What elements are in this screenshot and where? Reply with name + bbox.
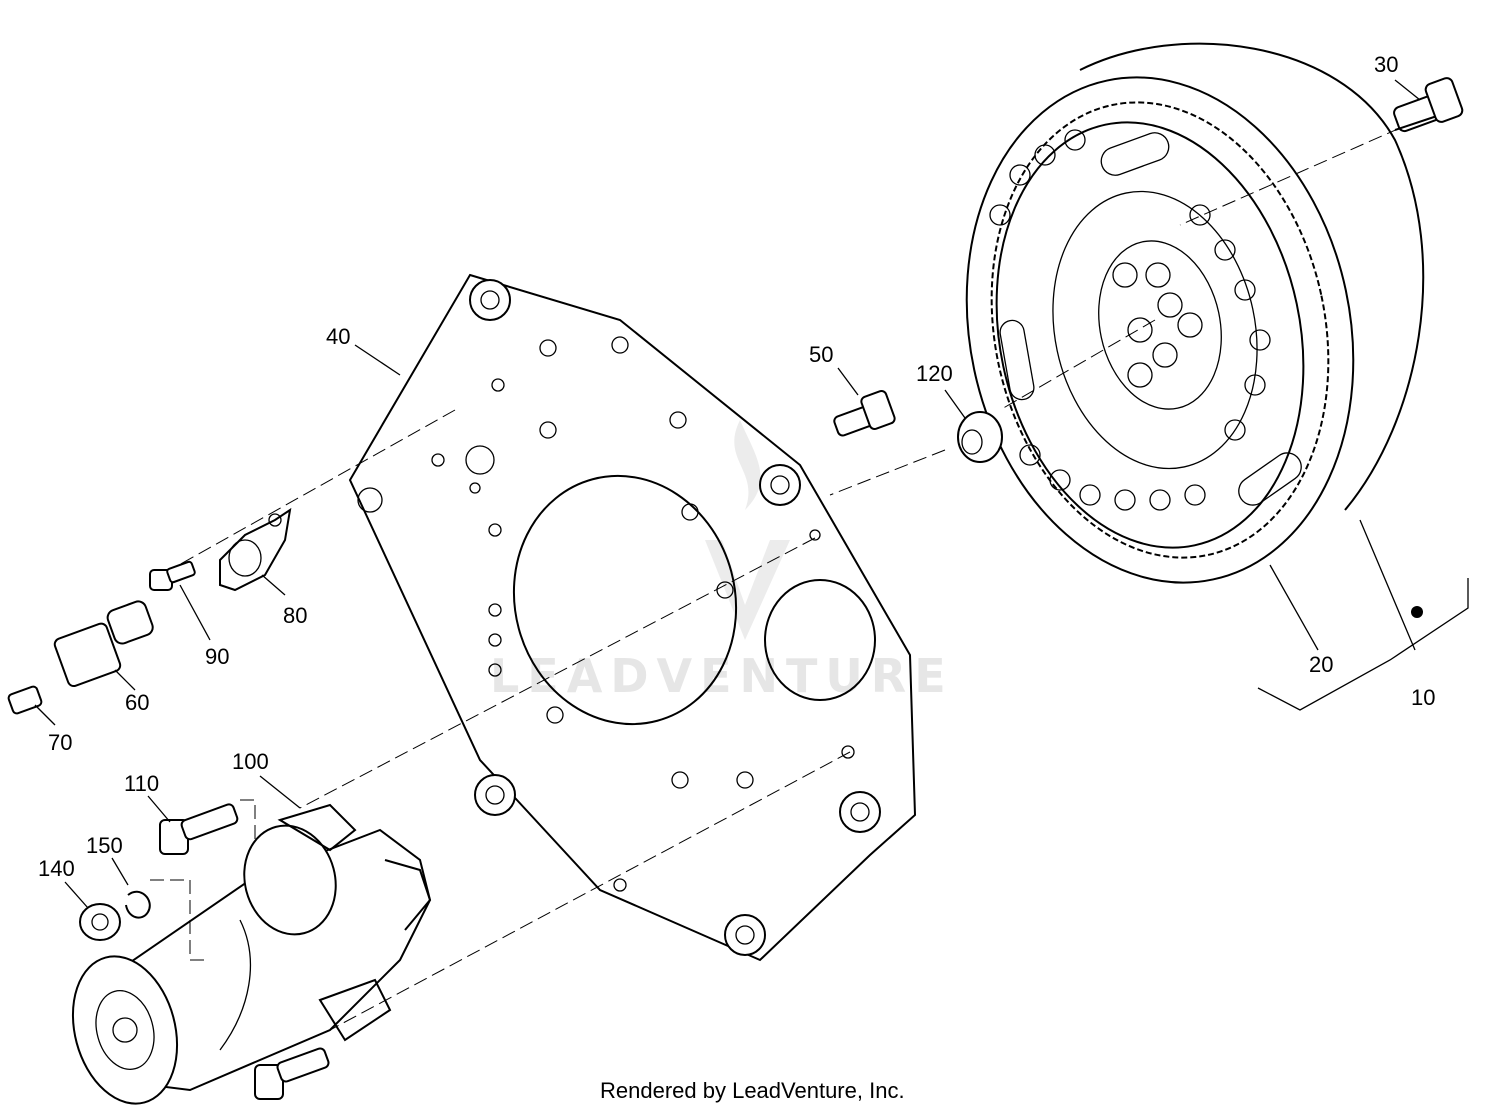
callout-110: 110 (124, 771, 159, 796)
leader-lines (34, 79, 1469, 909)
callout-150: 150 (86, 833, 123, 858)
callout-40: 40 (326, 324, 350, 349)
callout-labels: 30 40 50 120 80 90 60 70 100 110 150 140… (38, 52, 1435, 881)
callout-100: 100 (232, 749, 269, 774)
watermark-logo (705, 420, 790, 640)
callout-10: 10 (1411, 685, 1435, 710)
callout-60: 60 (125, 690, 149, 715)
assembly-center-lines (150, 127, 1401, 1031)
plate-nuts (469, 279, 881, 956)
callout-80: 80 (283, 603, 307, 628)
plate-holes (357, 336, 855, 892)
lock-washer[interactable] (125, 890, 151, 919)
pilot-bushing[interactable] (957, 411, 1003, 463)
starter-lower-bolt[interactable] (254, 1047, 330, 1100)
sensor-screw[interactable] (7, 685, 43, 715)
callout-50: 50 (809, 342, 833, 367)
speed-sensor[interactable] (53, 599, 155, 688)
watermark: LEADVENTURE (490, 420, 946, 703)
callout-140: 140 (38, 856, 75, 881)
render-credit: Rendered by LeadVenture, Inc. (600, 1078, 905, 1103)
callout-70: 70 (48, 730, 72, 755)
plate-bolt[interactable] (833, 389, 896, 437)
callout-30: 30 (1374, 52, 1398, 77)
sensor-bracket[interactable] (219, 507, 292, 592)
callout-90: 90 (205, 644, 229, 669)
adapter-plate[interactable] (348, 273, 917, 962)
flywheel-bolt[interactable] (1392, 76, 1464, 133)
starter-motor[interactable] (57, 803, 432, 1112)
starter-bolt[interactable] (159, 803, 239, 855)
callout-20: 20 (1309, 652, 1333, 677)
starter-nut[interactable] (79, 903, 121, 941)
bracket-screw[interactable] (149, 560, 196, 591)
flywheel-assembly[interactable] (921, 41, 1425, 619)
reference-dot (1411, 606, 1423, 618)
callout-120: 120 (916, 361, 953, 386)
